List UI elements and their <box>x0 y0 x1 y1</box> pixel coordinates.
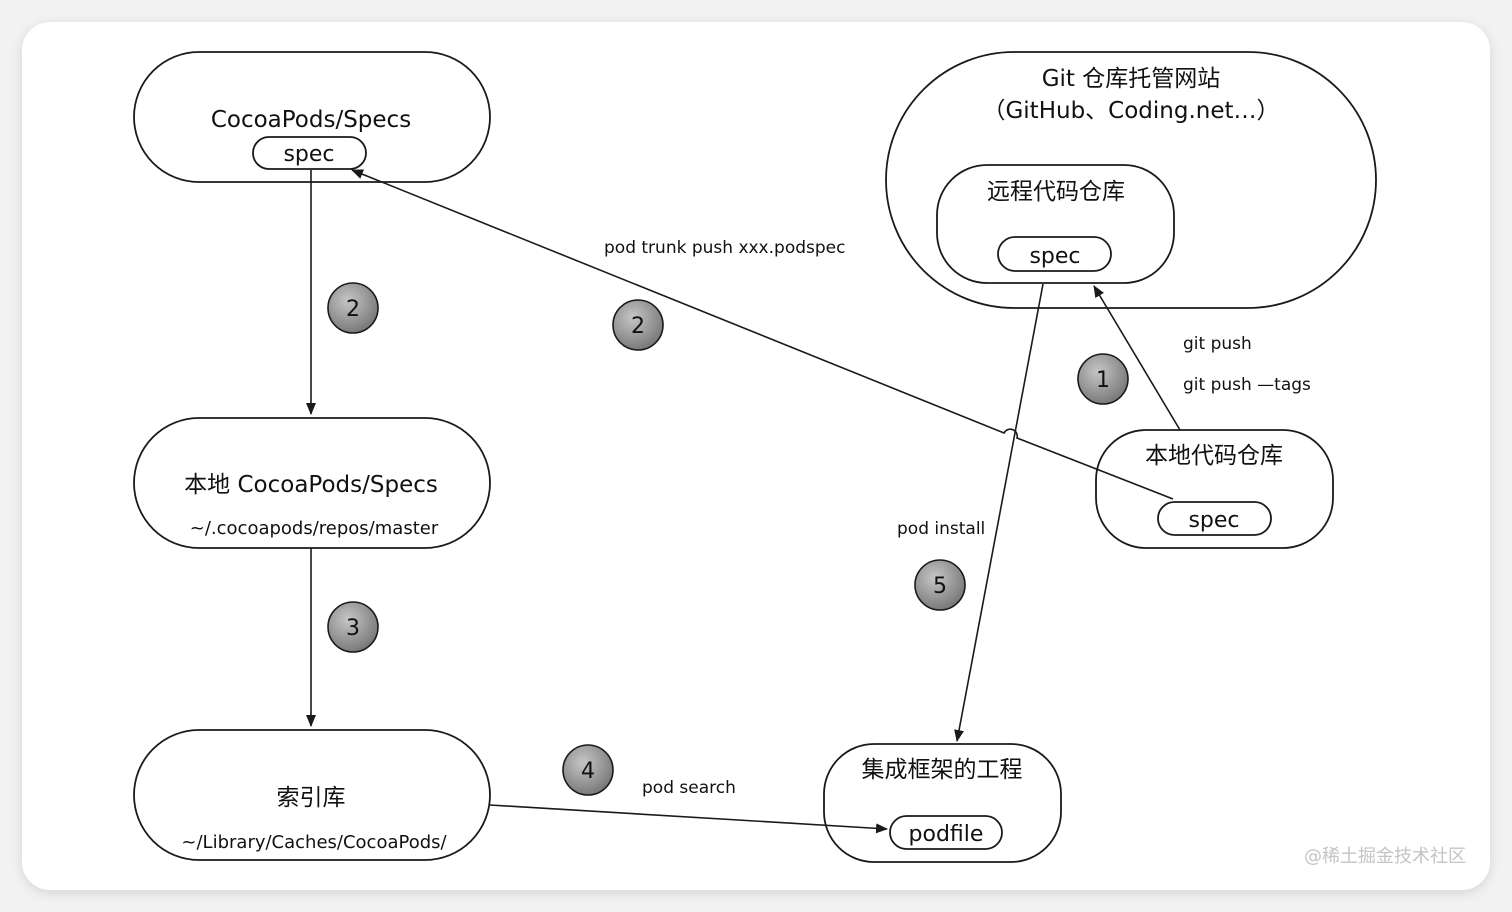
step-badge-2-left: 2 <box>327 282 379 334</box>
node-local-specs: 本地 CocoaPods/Specs ~/.cocoapods/repos/ma… <box>133 417 491 549</box>
arrow-pod-search <box>489 804 888 834</box>
watermark-text: @稀土掘金技术社区 <box>1304 846 1466 867</box>
label-pod-install: pod install <box>897 519 985 539</box>
step-badge-5: 5 <box>914 559 966 611</box>
podfile-pill: podfile <box>889 815 1003 850</box>
step-badge-4: 4 <box>562 744 614 796</box>
node-project-title: 集成框架的工程 <box>862 757 1023 783</box>
step-number: 2 <box>631 314 645 339</box>
node-git-host-title: Git 仓库托管网站 <box>1042 66 1221 92</box>
arrow-git-push <box>1093 285 1181 431</box>
node-local-specs-path: ~/.cocoapods/repos/master <box>190 518 439 539</box>
node-cocoapods-specs-title: CocoaPods/Specs <box>211 107 411 133</box>
spec-pill-local-repo: spec <box>1157 501 1272 536</box>
step-number: 2 <box>346 297 360 322</box>
label-git-push-tags: git push —tags <box>1183 375 1311 395</box>
step-number: 5 <box>933 574 947 599</box>
label-git-push: git push <box>1183 334 1252 354</box>
spec-pill-remote-specs: spec <box>252 136 367 170</box>
spec-pill-label: spec <box>283 142 334 167</box>
node-index-lib: 索引库 ~/Library/Caches/CocoaPods/ <box>133 729 491 861</box>
spec-pill-label: spec <box>1188 508 1239 533</box>
step-number: 4 <box>581 759 595 784</box>
label-trunk-push: pod trunk push xxx.podspec <box>604 238 845 258</box>
node-cocoapods-specs: CocoaPods/Specs spec <box>133 51 491 183</box>
node-index-lib-title: 索引库 <box>277 785 346 811</box>
arrow-pod-install <box>954 283 1044 742</box>
node-remote-repo: 远程代码仓库 spec <box>936 164 1175 284</box>
label-pod-search: pod search <box>642 778 736 798</box>
node-local-repo: 本地代码仓库 spec <box>1095 429 1334 549</box>
spec-pill-label: spec <box>1029 244 1080 269</box>
step-badge-3: 3 <box>327 601 379 653</box>
spec-pill-remote-repo: spec <box>997 236 1112 272</box>
step-badge-2-right: 2 <box>612 299 664 351</box>
workflow-diagram: CocoaPods/Specs spec Git 仓库托管网站 （GitHub、… <box>133 51 1377 863</box>
node-git-host-subtitle: （GitHub、Coding.net…） <box>982 98 1279 124</box>
node-remote-repo-title: 远程代码仓库 <box>987 179 1125 205</box>
arrow-trunk-push <box>351 169 1174 500</box>
node-local-repo-title: 本地代码仓库 <box>1145 443 1283 469</box>
node-index-lib-path: ~/Library/Caches/CocoaPods/ <box>181 832 447 853</box>
diagram-canvas: CocoaPods/Specs spec Git 仓库托管网站 （GitHub、… <box>22 22 1490 890</box>
step-number: 3 <box>346 616 360 641</box>
step-number: 1 <box>1096 368 1110 393</box>
node-project: 集成框架的工程 podfile <box>823 743 1062 863</box>
podfile-pill-label: podfile <box>909 822 984 847</box>
node-local-specs-title: 本地 CocoaPods/Specs <box>184 472 438 498</box>
step-badge-1: 1 <box>1077 353 1129 405</box>
